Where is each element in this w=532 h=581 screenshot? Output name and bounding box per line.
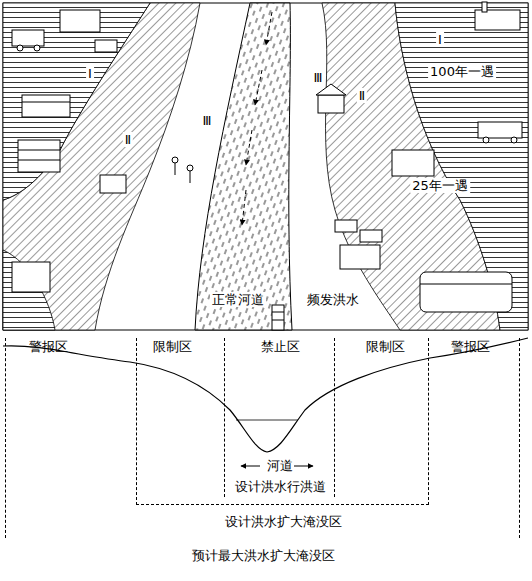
- zone-label: Ⅲ: [314, 70, 323, 85]
- person: [175, 163, 176, 175]
- floor-line: [18, 160, 60, 161]
- person: [190, 171, 191, 183]
- hatch-zone: [3, 3, 200, 330]
- building: [12, 262, 50, 292]
- building-sketch: [272, 2, 522, 330]
- water-line: [236, 420, 298, 421]
- building: [340, 245, 380, 269]
- hatch-zone: [3, 250, 55, 330]
- building: [392, 150, 434, 176]
- flow-arrow: [255, 70, 262, 105]
- zone-name: 设计洪水扩大淹没区: [225, 514, 342, 529]
- roof: [316, 84, 346, 95]
- zone-label: Ⅰ: [436, 32, 444, 47]
- zone-name: 预计最大洪水扩大淹没区: [192, 548, 335, 563]
- direction-arrow: [294, 466, 313, 467]
- car: [360, 230, 382, 242]
- zone-label: 警报区: [451, 339, 490, 354]
- wheel: [17, 45, 23, 51]
- ground-profile: [3, 338, 528, 452]
- stadium: [420, 272, 512, 312]
- wheel: [511, 137, 517, 143]
- flow-arrow: [266, 12, 272, 45]
- person: [187, 165, 193, 171]
- house: [318, 95, 344, 113]
- chimney: [482, 2, 487, 12]
- building: [18, 140, 60, 172]
- floor-line: [18, 150, 60, 151]
- car: [335, 220, 357, 232]
- zone-label: Ⅱ: [123, 132, 133, 147]
- person: [172, 157, 178, 163]
- zone-label: 限制区: [153, 339, 192, 354]
- pier-line: [272, 312, 284, 313]
- vehicle: [95, 40, 117, 52]
- roof-line: [22, 102, 70, 103]
- building: [22, 95, 70, 117]
- bus: [478, 122, 522, 138]
- river-channel: [195, 3, 292, 330]
- zone-name: 设计洪水行洪道: [235, 479, 326, 494]
- flood-zone-box: 预计最大洪水扩大淹没区设计洪水扩大淹没区禁止区河道设计洪水行洪道: [5, 338, 520, 538]
- building: [100, 175, 126, 193]
- factory: [475, 10, 520, 30]
- zone-label: 25年一遇: [410, 178, 470, 193]
- zone-label: 警报区: [29, 339, 68, 354]
- zone-label: Ⅱ: [357, 88, 367, 103]
- building: [60, 10, 100, 32]
- zone-name: 禁止区: [261, 339, 300, 354]
- hatch-zone: [3, 3, 150, 200]
- direction-arrow: [241, 466, 260, 467]
- building-sketch: [12, 10, 193, 292]
- bridge-pier: [272, 305, 284, 330]
- wheel: [483, 137, 489, 143]
- wheel: [34, 45, 40, 51]
- zone-label: 限制区: [366, 339, 405, 354]
- flow-arrow: [242, 190, 246, 225]
- flood-zone-box: 禁止区河道设计洪水行洪道: [224, 338, 335, 497]
- zone-label: 频发洪水: [307, 292, 359, 307]
- zone-label: Ⅲ: [203, 113, 212, 128]
- zone-label: 100年一遇: [428, 64, 496, 79]
- stadium-line: [420, 284, 512, 285]
- flood-zone-box: 设计洪水扩大淹没区禁止区河道设计洪水行洪道: [136, 338, 429, 505]
- flow-arrow: [246, 130, 252, 165]
- pier-line: [272, 320, 284, 321]
- zone-name: 河道: [267, 458, 293, 473]
- zone-label: Ⅰ: [86, 66, 94, 81]
- truck: [12, 30, 44, 46]
- illustration-frame: [3, 3, 528, 330]
- zone-label: 正常河道: [210, 292, 266, 307]
